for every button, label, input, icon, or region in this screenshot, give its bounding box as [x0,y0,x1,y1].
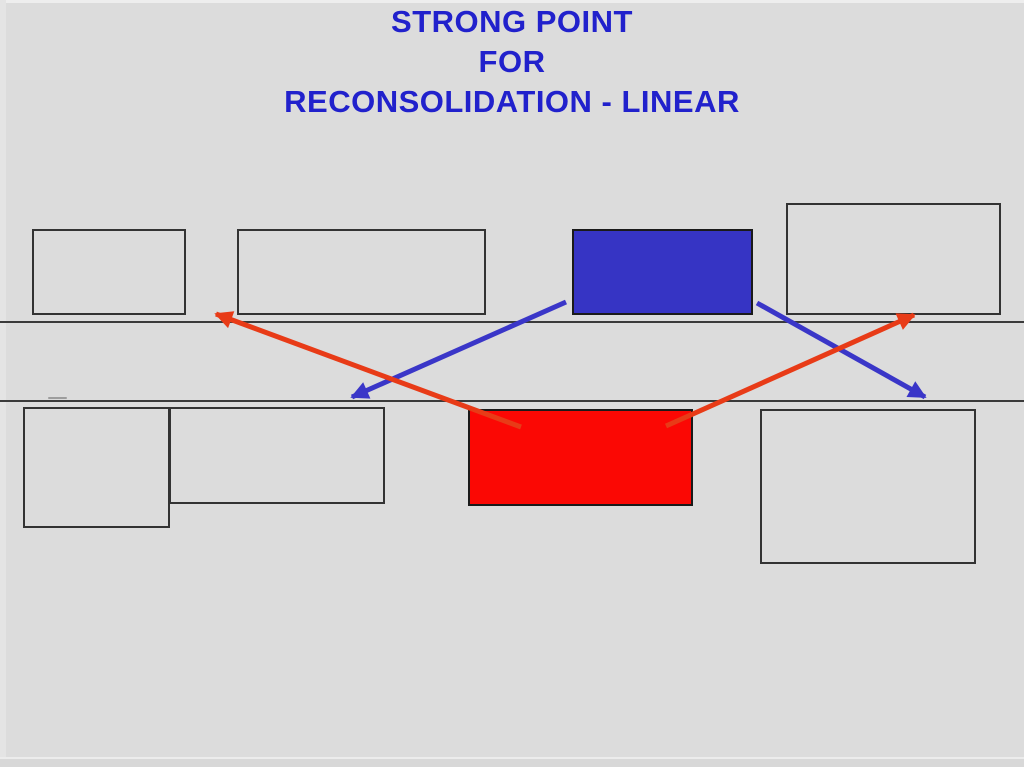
slide-edge-top [0,0,1024,3]
outlined-box-top-middle [237,229,486,315]
title-line-1: STRONG POINT [391,4,633,39]
blue-arrow-down-right [755,300,927,400]
blue-filled-box [572,229,753,315]
lane-line-lower [0,400,1024,402]
slide-edge-bottom-line [0,757,1024,759]
slide-edge-left [0,0,6,767]
lane-line-upper [0,321,1024,323]
title-line-2: FOR [478,44,546,79]
outlined-box-top-right [786,203,1001,315]
stray-mark [48,397,67,399]
slide-edge-bottom [0,759,1024,767]
outlined-box-top-left [32,229,186,315]
outlined-box-bottom-middle [169,407,385,504]
blue-arrow-down-left [350,299,568,400]
title-line-3: RECONSOLIDATION - LINEAR [284,84,740,119]
outlined-box-bottom-right [760,409,976,564]
slide-title: STRONG POINT FOR RECONSOLIDATION - LINEA… [0,2,1024,122]
outlined-box-bottom-left [23,407,170,528]
red-filled-box [468,409,693,506]
